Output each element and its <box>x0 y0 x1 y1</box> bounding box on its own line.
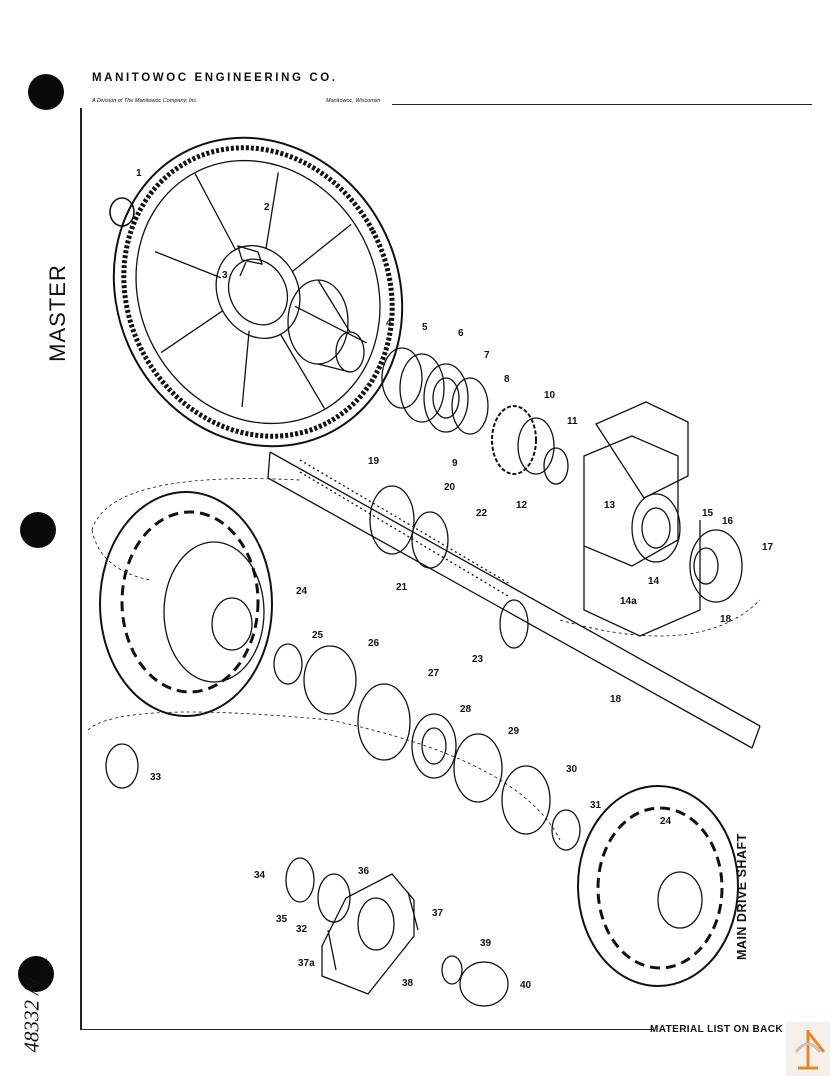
callout-12: 12 <box>516 500 528 511</box>
callout-18-lower: 18 <box>610 694 622 705</box>
callout-1: 1 <box>136 168 142 179</box>
header-rule <box>392 104 812 105</box>
callout-32: 32 <box>296 924 308 935</box>
callout-36: 36 <box>358 866 370 877</box>
callout-37a: 37a <box>298 958 315 969</box>
callout-25: 25 <box>312 630 324 641</box>
company-name: MANITOWOC ENGINEERING CO. <box>92 72 338 84</box>
callout-29: 29 <box>508 726 520 737</box>
callout-37: 37 <box>432 908 444 919</box>
callout-34: 34 <box>254 870 266 881</box>
callout-11: 11 <box>567 416 578 427</box>
division-line: A Division of The Manitowoc Company, Inc… <box>92 98 198 104</box>
callout-9: 9 <box>452 458 458 469</box>
callout-31: 31 <box>590 800 602 811</box>
punch-hole-middle <box>20 512 56 548</box>
crane-logo-icon <box>786 1022 830 1076</box>
location-line: Manitowoc, Wisconsin <box>326 98 381 104</box>
callout-35: 35 <box>276 914 288 925</box>
callout-26: 26 <box>368 638 380 649</box>
callout-5: 5 <box>422 322 428 333</box>
callout-22: 22 <box>476 508 488 519</box>
callout-7: 7 <box>484 350 490 361</box>
material-list-note: MATERIAL LIST ON BACK <box>650 1024 784 1035</box>
callout-23: 23 <box>472 654 484 665</box>
left-border <box>80 108 82 1030</box>
callout-38: 38 <box>402 978 414 989</box>
callout-20: 20 <box>444 482 456 493</box>
callout-3: 3 <box>222 270 228 281</box>
callout-28: 28 <box>460 704 472 715</box>
callout-39: 39 <box>480 938 492 949</box>
callout-14a: 14a <box>620 596 637 607</box>
callout-24-left: 24 <box>296 586 308 597</box>
callout-13: 13 <box>604 500 616 511</box>
bottom-border <box>80 1029 654 1030</box>
callout-27: 27 <box>428 668 440 679</box>
callout-2: 2 <box>264 202 270 213</box>
callout-30: 30 <box>566 764 578 775</box>
callout-4: 4 <box>386 318 392 329</box>
callout-10: 10 <box>544 390 556 401</box>
callout-14: 14 <box>648 576 660 587</box>
callout-15: 15 <box>702 508 714 519</box>
callout-33: 33 <box>150 772 162 783</box>
callout-16: 16 <box>722 516 734 527</box>
clutch-drum-right <box>577 785 739 987</box>
clutch-drum-left <box>99 491 273 717</box>
callout-6: 6 <box>458 328 464 339</box>
punch-hole-bottom <box>18 956 54 992</box>
punch-hole-top <box>28 74 64 110</box>
callout-19: 19 <box>368 456 380 467</box>
callout-18-upper: 18 <box>720 614 732 625</box>
callout-21: 21 <box>396 582 408 593</box>
callout-17: 17 <box>762 542 774 553</box>
ring-gear <box>112 136 404 448</box>
callout-24-right: 24 <box>660 816 672 827</box>
callout-8: 8 <box>504 374 510 385</box>
callout-40: 40 <box>520 980 532 991</box>
